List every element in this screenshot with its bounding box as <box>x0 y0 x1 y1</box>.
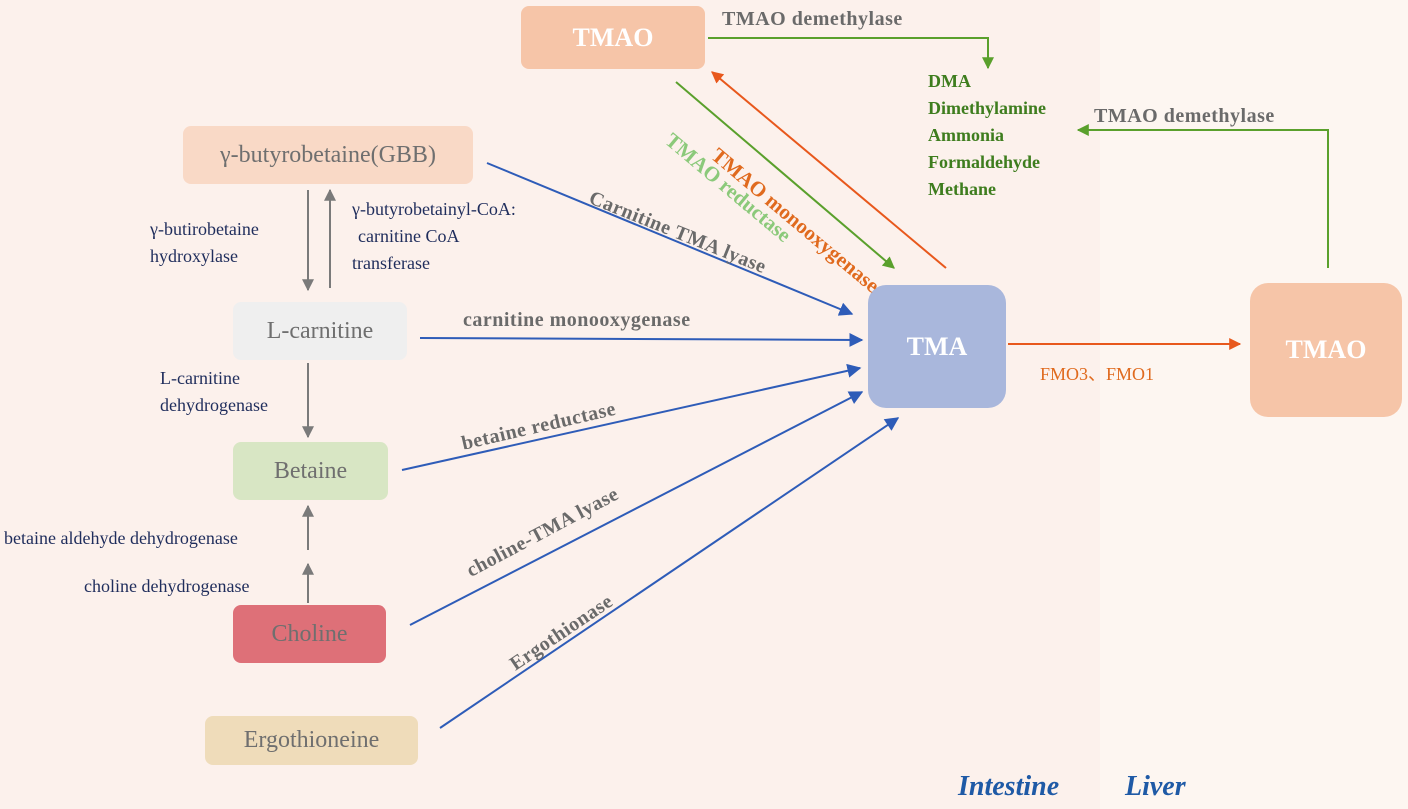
intestine-label: Intestine <box>958 771 1060 802</box>
lcarnitine-dh-label-2: dehydrogenase <box>160 395 268 415</box>
gbb-hydroxylase-label-2: hydroxylase <box>150 246 238 266</box>
betaine-node: Betaine <box>233 442 388 500</box>
product-formaldehyde: Formaldehyde <box>928 152 1040 172</box>
arrow-ergothioneine-to-tma <box>439 417 900 729</box>
tmao-demethylase-right-label: TMAO demethylase <box>1094 105 1275 127</box>
choline-dh-label: choline dehydrogenase <box>84 576 250 596</box>
arrow-lcarnitine-to-tma <box>419 332 864 347</box>
gbb-coa-label-3: transferase <box>352 253 430 273</box>
arrow-tmao-reductase <box>675 81 895 269</box>
choline-node: Choline <box>233 605 386 663</box>
product-dma: DMA <box>928 71 971 91</box>
betaine-aldehyde-dh-label: betaine aldehyde dehydrogenase <box>4 528 238 548</box>
lcarnitine-node: L-carnitine <box>233 302 407 360</box>
fmo-label: FMO3、FMO1 <box>1040 364 1155 384</box>
product-methane: Methane <box>928 179 996 199</box>
lcarnitine-dh-label-1: L-carnitine <box>160 368 240 388</box>
arrow-tmao-demethylase-right <box>1076 124 1329 268</box>
arrow-betaine-to-tma <box>401 363 862 471</box>
arrow-choline-to-tma <box>409 391 864 626</box>
gbb-coa-label-2: carnitine CoA <box>358 226 460 246</box>
tmao-intestine-node: TMAO <box>521 6 705 69</box>
product-dimethylamine: Dimethylamine <box>928 98 1046 118</box>
tmao-liver-node: TMAO <box>1250 283 1402 417</box>
product-ammonia: Ammonia <box>928 125 1004 145</box>
gbb-node: γ-butyrobetaine(GBB) <box>183 126 473 184</box>
tmao-demethylase-top-label: TMAO demethylase <box>722 8 903 30</box>
liver-label: Liver <box>1125 771 1186 802</box>
gbb-hydroxylase-label-1: γ-butirobetaine <box>150 219 259 239</box>
arrow-gbb-to-tma <box>486 162 854 316</box>
arrow-tmao-demethylase-top <box>708 37 994 70</box>
carnitine-monooxygenase-label: carnitine monooxygenase <box>463 309 691 331</box>
gbb-coa-label-1: γ-butyrobetainyl-CoA: <box>352 199 516 219</box>
ergothioneine-node: Ergothioneine <box>205 716 418 765</box>
tma-node: TMA <box>868 285 1006 408</box>
arrow-tma-monooxygenase <box>711 71 947 269</box>
